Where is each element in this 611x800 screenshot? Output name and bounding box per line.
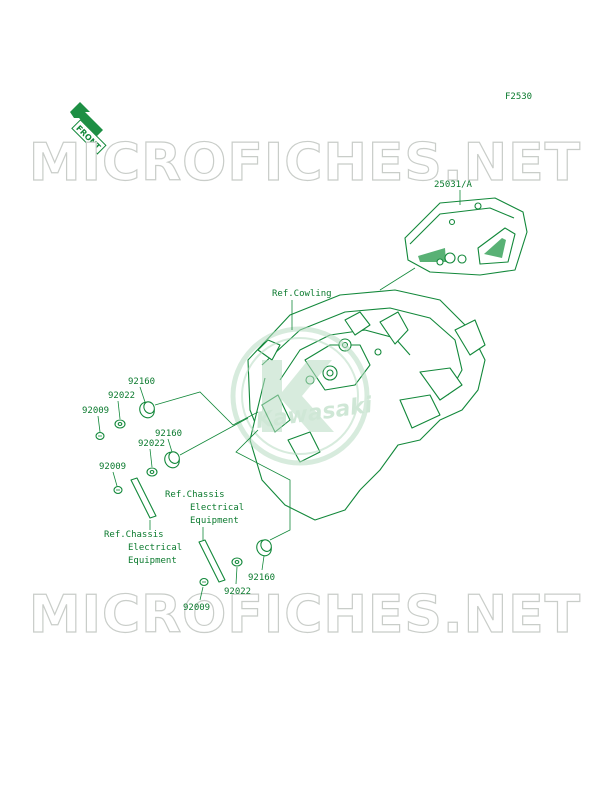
part-set-3 (198, 429, 291, 587)
svg-text:Electrical: Electrical (128, 543, 182, 553)
part-set-1 (95, 391, 259, 441)
label-collar-3: 92022 (224, 587, 251, 597)
label-screw-1: 92009 (82, 406, 109, 416)
label-ref-chassis-a: Ref.Chassis Electrical Equipment (104, 530, 182, 566)
label-damper-1: 92160 (128, 377, 155, 387)
screw-1 (95, 431, 105, 441)
watermark-bottom: MICROFICHES.NET (29, 585, 581, 645)
label-screw-3: 92009 (183, 603, 210, 613)
label-ref-cowling: Ref.Cowling (272, 289, 332, 299)
meter-assembly (404, 197, 528, 276)
svg-text:Equipment: Equipment (190, 516, 239, 526)
damper-3 (256, 539, 272, 557)
label-ref-chassis-b: Ref.Chassis Electrical Equipment (165, 490, 244, 526)
collar-2 (146, 467, 158, 477)
damper-2 (164, 451, 180, 469)
label-collar-2: 92022 (138, 439, 165, 449)
bracket-rod-1 (130, 477, 157, 519)
label-damper-3: 92160 (248, 573, 275, 583)
label-collar-1: 92022 (108, 391, 135, 401)
label-damper-2: 92160 (155, 429, 182, 439)
leader-set-3 (235, 429, 291, 541)
leader-set-1 (154, 391, 259, 426)
svg-text:Ref.Chassis: Ref.Chassis (104, 530, 164, 540)
collar-3 (231, 557, 243, 567)
leader-set-2 (179, 417, 249, 456)
screw-2 (113, 485, 123, 495)
watermark-top: MICROFICHES.NET (29, 133, 581, 193)
screw-3 (199, 577, 209, 587)
damper-1 (139, 401, 155, 419)
label-screw-2: 92009 (99, 462, 126, 472)
label-meter-assy: 25031/A (434, 180, 473, 190)
svg-text:Electrical: Electrical (190, 503, 244, 513)
part-set-2 (113, 417, 249, 519)
svg-text:Ref.Chassis: Ref.Chassis (165, 490, 225, 500)
collar-1 (114, 419, 126, 429)
bracket-rod-2 (198, 539, 226, 583)
leader-meter-to-cowling (379, 267, 416, 291)
svg-text:Equipment: Equipment (128, 556, 177, 566)
figure-code: F2530 (505, 92, 532, 102)
